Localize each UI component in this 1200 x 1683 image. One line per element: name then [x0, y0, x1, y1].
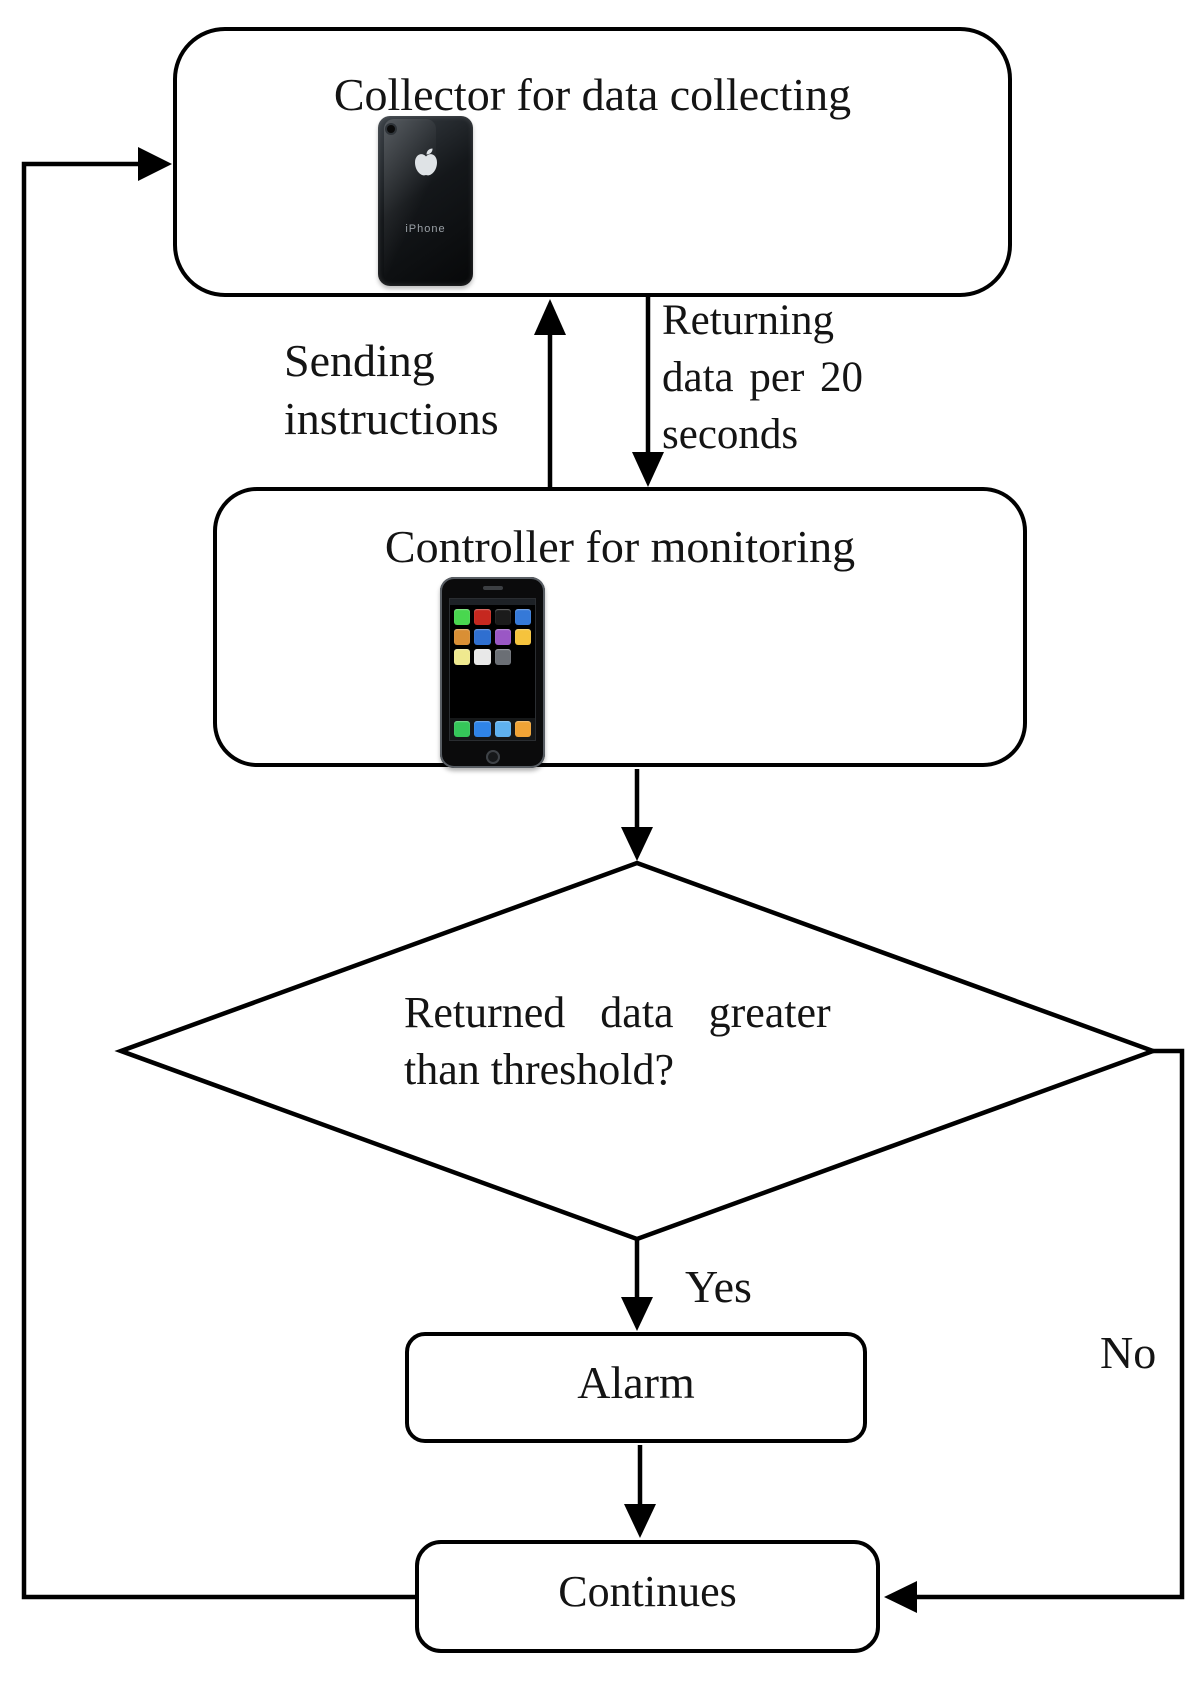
app-icon [494, 609, 511, 626]
iphone-back-body [378, 116, 473, 286]
app-icon [454, 721, 471, 738]
edge-no-line [898, 1048, 1185, 1600]
app-icon [454, 649, 471, 666]
app-icon [474, 629, 491, 646]
continues-node [415, 1540, 880, 1653]
app-icon [474, 649, 491, 666]
iphone-front-screen [449, 598, 536, 742]
iphone-status-bar [450, 599, 535, 605]
alarm-node [405, 1332, 867, 1443]
arrowhead-returning-down [632, 452, 664, 487]
sending-label-line2: instructions [284, 393, 499, 444]
app-icon [514, 629, 531, 646]
app-icon [514, 609, 531, 626]
iphone-front-dock [450, 718, 535, 741]
app-icon [514, 721, 531, 738]
controller-iphone-front-image [440, 577, 545, 768]
sending-edge-label: Sending instructions [284, 332, 499, 448]
arrowhead-into-continues-top [624, 1504, 656, 1538]
collector-node [173, 27, 1012, 297]
app-icon [474, 609, 491, 626]
arrowhead-into-collector [138, 147, 172, 181]
continues-node-label: Continues [558, 1567, 737, 1616]
controller-node-label: Controller for monitoring [384, 521, 856, 572]
iphone-front-app-grid [450, 605, 534, 666]
decision-label-line2: than threshold? [404, 1045, 675, 1094]
app-icon [454, 609, 471, 626]
collector-iphone-back-image: iPhone [378, 116, 473, 286]
iphone-back-brand-text: iPhone [405, 223, 446, 236]
app-icon [494, 629, 511, 646]
decision-node-label: Returned data greater than threshold? [404, 984, 831, 1098]
collector-node-label: Collector for data collecting [333, 69, 852, 120]
sending-label-line1: Sending [284, 335, 435, 386]
apple-logo-icon [414, 148, 437, 176]
iphone-back-camera-icon [386, 124, 395, 133]
returning-edge-label: Returning data per 20 seconds [662, 292, 863, 463]
controller-node [213, 487, 1027, 767]
arrowhead-sending-up [534, 299, 566, 335]
decision-label-line1: Returned data greater [404, 988, 831, 1037]
returning-label-line2: data per 20 [662, 354, 864, 401]
arrowhead-into-alarm [621, 1297, 653, 1331]
no-edge-label: No [1100, 1327, 1157, 1378]
yes-edge-label: Yes [685, 1261, 752, 1312]
app-icon [494, 649, 511, 666]
alarm-node-label: Alarm [577, 1357, 695, 1408]
edge-feedback-line [21, 161, 415, 1600]
app-icon [494, 721, 511, 738]
arrowhead-into-continues-right [884, 1581, 917, 1613]
iphone-speaker-icon [482, 585, 503, 590]
app-icon [474, 721, 491, 738]
returning-label-line3: seconds [662, 411, 799, 458]
app-icon [454, 629, 471, 646]
iphone-home-button-icon [485, 750, 500, 765]
iphone-back-gloss [383, 119, 436, 283]
arrowhead-into-decision [621, 827, 653, 861]
decision-diamond-shape [114, 860, 1160, 1242]
returning-label-line1: Returning [662, 297, 834, 344]
